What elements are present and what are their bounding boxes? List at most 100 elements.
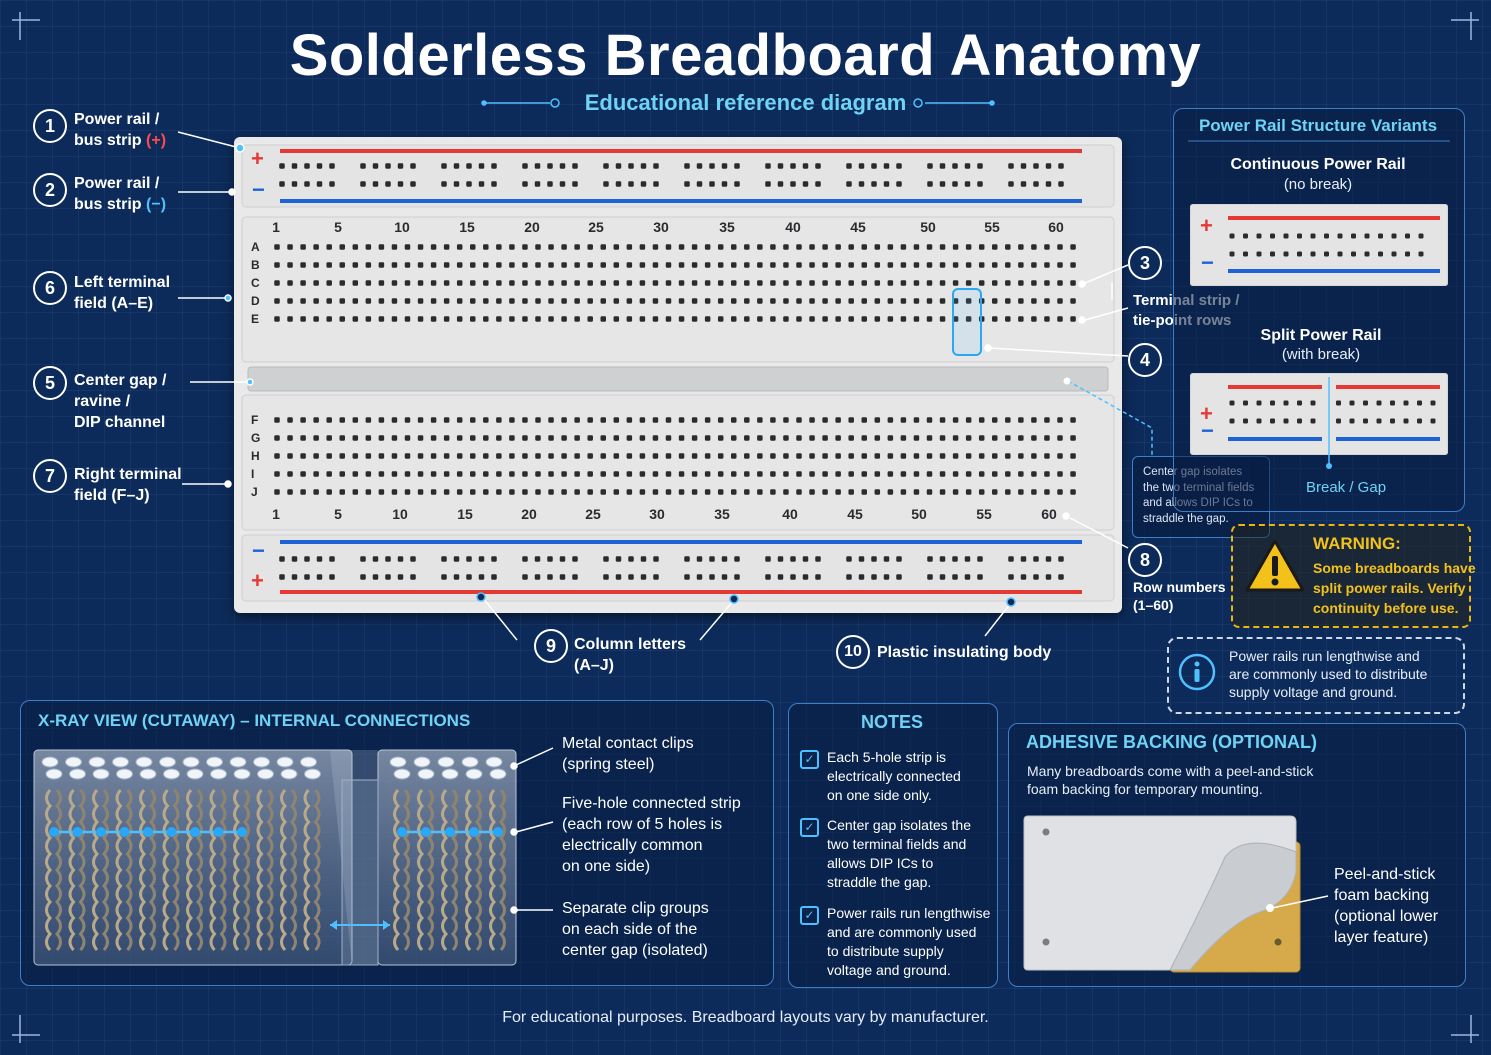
note-3-line1: Power rails run lengthwise	[827, 905, 991, 921]
breadboard-holes	[241, 144, 1115, 602]
rail-plus-sign-bottom: +	[251, 568, 264, 593]
column-number-top-11: 55	[984, 219, 1000, 235]
warning-text: Some breadboards have split power rails.…	[1313, 558, 1476, 618]
info-line3: supply voltage and ground.	[1229, 684, 1398, 700]
notes-heading: NOTES	[860, 712, 923, 732]
callout-9-badge: 9	[534, 629, 568, 663]
callout-5-line1: Center gap /	[74, 372, 167, 389]
adhesive-label-line3: (optional lower	[1334, 908, 1439, 925]
note-3-check-icon: ✓	[800, 906, 819, 925]
adhesive-label: Peel-and-stick foam backing (optional lo…	[1334, 864, 1438, 948]
adhesive-desc-line2: foam backing for temporary mounting.	[1027, 781, 1263, 797]
note-1-check-icon: ✓	[800, 750, 819, 769]
rail-minus-sign-top: −	[252, 177, 265, 202]
variants-heading: Power Rail Structure Variants	[1198, 116, 1438, 135]
row-letter-top-4: E	[251, 312, 260, 326]
callout-6-badge: 6	[33, 271, 67, 305]
split-minus: −	[1201, 418, 1214, 443]
row-letter-top-0: A	[251, 240, 260, 254]
column-number-top-4: 20	[524, 219, 540, 235]
xray-label-groups-line2: on each side of the	[562, 921, 698, 938]
adhesive-description: Many breadboards come with a peel-and-st…	[1027, 762, 1313, 798]
notes-panel	[788, 703, 998, 988]
note-2-line2: two terminal fields and	[827, 836, 967, 852]
row-numbers-line1: Row numbers	[1133, 579, 1226, 595]
xray-label-clips-line1: Metal contact clips	[562, 735, 694, 752]
note-3-line3: to distribute supply	[827, 943, 944, 959]
xray-label-strip-line1: Five-hole connected strip	[562, 795, 741, 812]
column-number-top-7: 35	[719, 219, 735, 235]
break-gap-label: Break / Gap	[1306, 479, 1387, 496]
column-number-top-0: 1	[272, 219, 280, 235]
column-number-top-3: 15	[459, 219, 475, 235]
callout-9-line2: (A–J)	[574, 657, 615, 674]
callout-7-badge: 7	[33, 459, 67, 493]
column-number-top-10: 50	[920, 219, 936, 235]
split-rail-sub: (with break)	[1281, 346, 1361, 363]
note-3-line4: voltage and ground.	[827, 962, 951, 978]
note-1: Each 5-hole strip is electrically connec…	[827, 748, 961, 805]
note-2-check-icon: ✓	[800, 818, 819, 837]
row-letter-bottom-2: H	[251, 449, 260, 463]
note-2: Center gap isolates the two terminal fie…	[827, 816, 971, 892]
note-2-line3: allows DIP ICs to	[827, 855, 934, 871]
callout-3-badge: 3	[1128, 246, 1162, 280]
callout-5-badge: 5	[33, 366, 67, 400]
callout-1-sign: (+)	[146, 132, 167, 149]
row-letter-bottom-4: J	[251, 485, 258, 499]
callout-8-badge: 8	[1128, 543, 1162, 577]
column-number-bottom-3: 15	[457, 506, 473, 522]
warning-icon	[1245, 539, 1305, 592]
split-rail-title: Split Power Rail	[1260, 327, 1382, 344]
callout-6-label: Left terminal field (A–E)	[74, 272, 170, 314]
break-pointer	[1326, 455, 1332, 469]
row-letter-bottom-3: I	[251, 467, 255, 481]
split-plus: +	[1200, 401, 1213, 426]
callout-10-badge: 10	[836, 635, 870, 669]
column-number-bottom-12: 60	[1041, 506, 1057, 522]
page-title: Solderless Breadboard Anatomy	[289, 23, 1202, 88]
callout-2-badge: 2	[33, 173, 67, 207]
callout-1-badge: 1	[33, 109, 67, 143]
callout-2-label: Power rail / bus strip (−)	[74, 173, 166, 215]
note-2-line1: Center gap isolates the	[827, 817, 971, 833]
callout-5-line2: ravine /	[74, 393, 131, 410]
row-letter-top-3: D	[251, 294, 260, 308]
xray-heading: X-RAY VIEW (CUTAWAY) – INTERNAL CONNECTI…	[38, 711, 471, 730]
adhesive-heading: ADHESIVE BACKING (OPTIONAL)	[1026, 732, 1318, 752]
rail-minus-sign-bottom: −	[252, 538, 265, 563]
row-numbers-line2: (1–60)	[1133, 597, 1174, 613]
warning-title: WARNING:	[1313, 534, 1401, 553]
footer-note: For educational purposes. Breadboard lay…	[502, 1009, 989, 1026]
adhesive-backing-graphic	[1023, 815, 1301, 973]
column-number-bottom-8: 40	[782, 506, 798, 522]
variants-divider	[1188, 140, 1450, 142]
note-1-line1: Each 5-hole strip is	[827, 749, 947, 765]
column-number-bottom-7: 35	[714, 506, 730, 522]
callout-5-label: Center gap / ravine / DIP channel	[74, 370, 166, 433]
xray-leader-lines	[510, 747, 554, 914]
row-letter-bottom-1: G	[251, 431, 261, 445]
xray-label-clips-line2: (spring steel)	[562, 756, 655, 773]
column-number-bottom-9: 45	[847, 506, 863, 522]
callout-2-line2: bus strip	[74, 196, 142, 213]
callout-7-line2: field (F–J)	[74, 487, 150, 504]
xray-label-groups-line3: center gap (isolated)	[562, 942, 708, 959]
callout-1-line2: bus strip	[74, 132, 142, 149]
info-text: Power rails run lengthwise and are commo…	[1229, 647, 1427, 701]
xray-label-strip-line2: (each row of 5 holes is	[562, 816, 723, 833]
column-number-bottom-5: 25	[585, 506, 601, 522]
callout-10-label: Plastic insulating body	[877, 644, 1052, 661]
warning-line3: continuity before use.	[1313, 600, 1459, 616]
column-number-bottom-11: 55	[976, 506, 992, 522]
callout-6-line2: field (A–E)	[74, 295, 154, 312]
callout-9-label: Column letters (A–J)	[574, 634, 686, 676]
callout-9-line1: Column letters	[574, 636, 687, 653]
warning-line2: split power rails. Verify	[1313, 580, 1466, 596]
note-1-line3: on one side only.	[827, 787, 932, 803]
xray-label-strip: Five-hole connected strip (each row of 5…	[562, 793, 741, 877]
callout-2-sign: (−)	[146, 196, 167, 213]
callout-7-line1: Right terminal	[74, 466, 182, 483]
column-number-bottom-6: 30	[649, 506, 665, 522]
